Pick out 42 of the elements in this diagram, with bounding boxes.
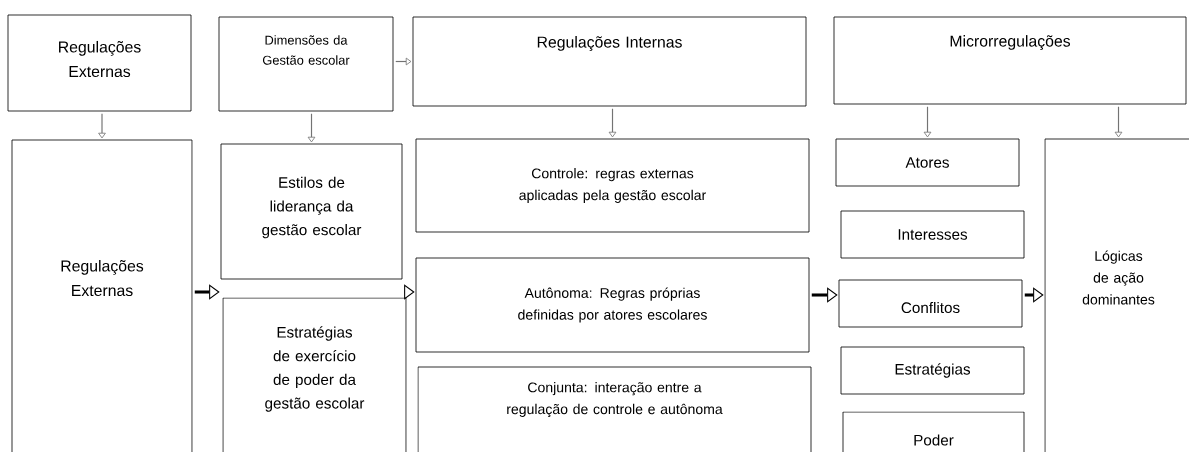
box-label: Dimensões da Gestão escolar <box>262 35 350 65</box>
process-box <box>222 297 407 452</box>
box-label: Lógicas de ação dominantes <box>1082 250 1155 305</box>
box-label: Atores <box>905 157 949 168</box>
arrow <box>608 108 617 138</box>
process-box <box>415 138 810 233</box>
arrow <box>98 113 106 139</box>
process-box <box>833 16 1187 105</box>
box-label: Regulações Internas <box>537 36 682 51</box>
process-box <box>1044 138 1189 452</box>
process-box <box>838 279 1023 328</box>
box-label: Estratégias de exercício de poder da gestão escolar <box>265 326 365 412</box>
process-box <box>218 16 394 112</box>
process-box <box>412 16 807 107</box>
process-box <box>7 14 192 112</box>
arrow <box>1114 106 1123 138</box>
arrow <box>307 113 316 143</box>
box-label: Conflitos <box>901 301 960 314</box>
arrow <box>1024 287 1044 303</box>
process-box <box>11 139 193 452</box>
process-box <box>220 143 403 280</box>
process-box <box>415 257 810 353</box>
process-box <box>840 210 1025 259</box>
box-label: Estratégias <box>895 363 971 378</box>
arrow <box>923 106 932 138</box>
arrow <box>395 57 412 66</box>
arrow <box>194 284 220 300</box>
box-label: Controle: regras externas aplicadas pela gestão escolar <box>519 168 706 203</box>
box-label: Regulações Externas <box>59 40 141 78</box>
process-box <box>835 138 1020 187</box>
process-box <box>417 366 812 452</box>
box-label: Microrregulações <box>950 35 1071 50</box>
box-label: Regulações Externas <box>61 259 144 297</box>
box-label: Autônoma: Regras próprias definidas por atores escolares <box>518 287 707 323</box>
box-label: Conjunta: interação entre a regulação de controle e autônoma <box>507 382 723 417</box>
arrow <box>404 284 415 300</box>
box-label: Estilos de liderança da gestão escolar <box>262 176 362 239</box>
process-box <box>842 411 1025 452</box>
box-label: Poder <box>914 434 954 446</box>
process-box <box>840 346 1025 395</box>
box-label: Interesses <box>898 229 968 240</box>
arrow <box>811 287 838 303</box>
